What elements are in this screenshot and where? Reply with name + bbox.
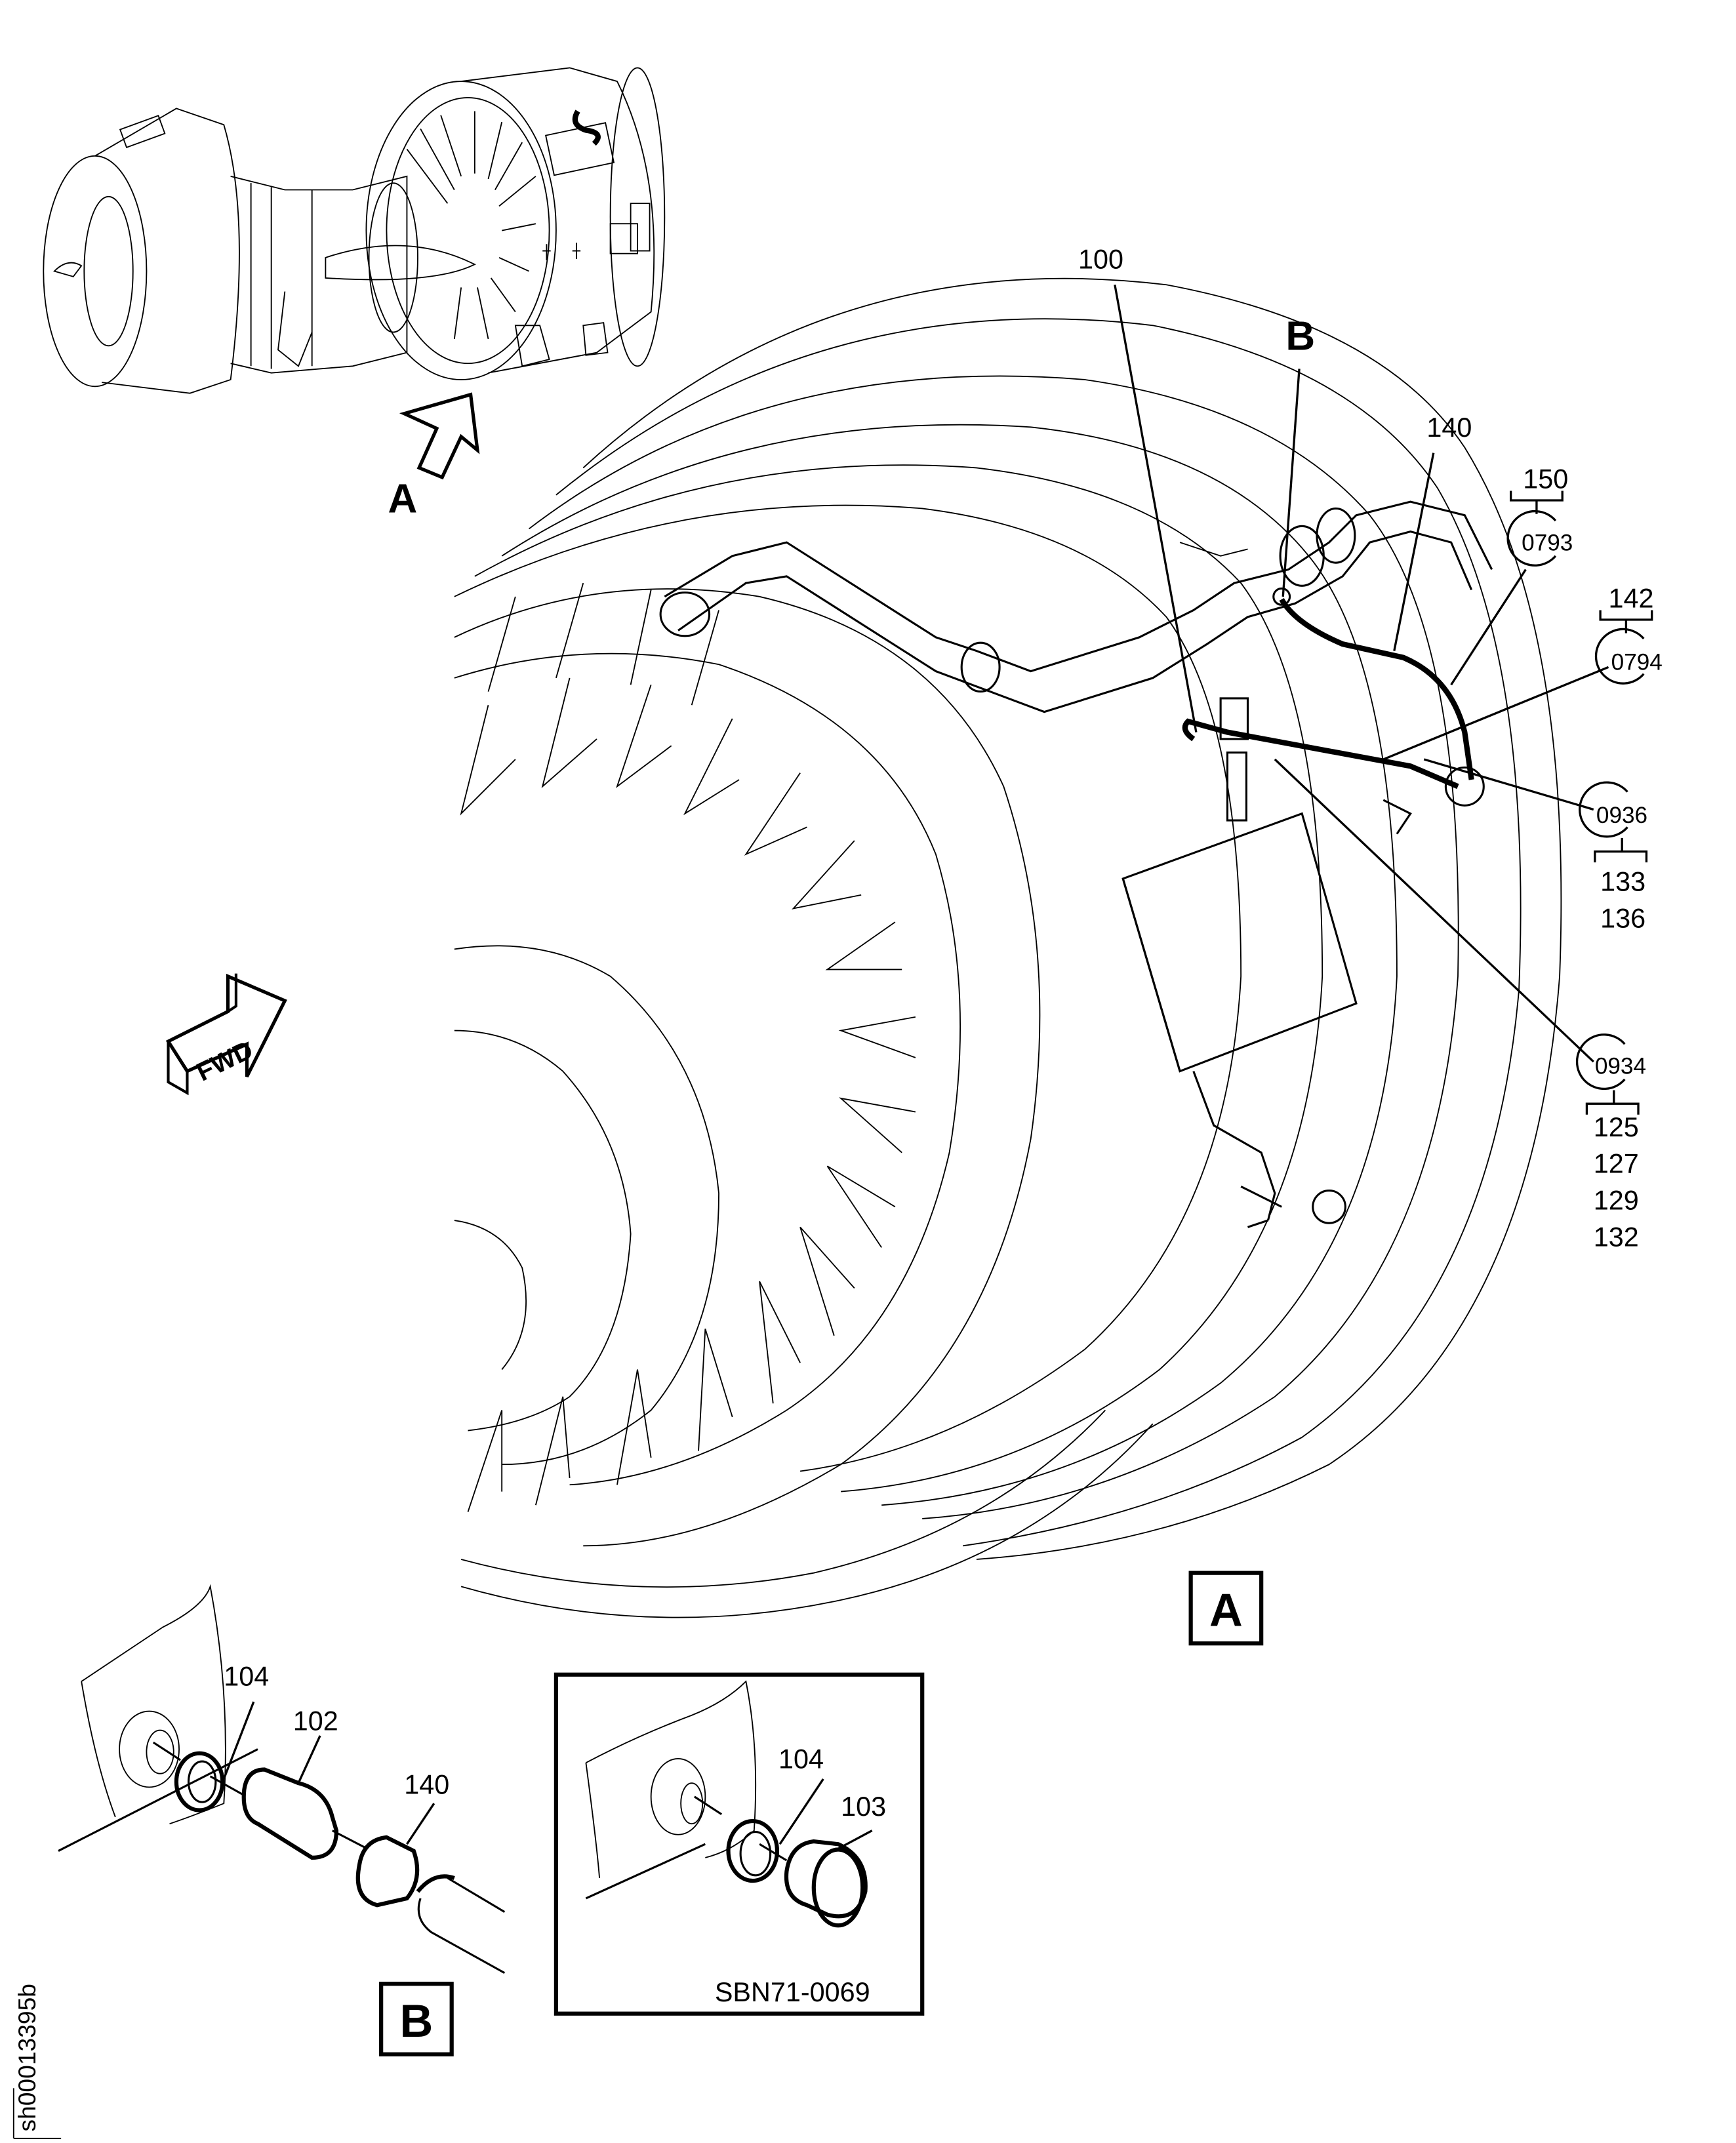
fan-blades: [406, 111, 536, 340]
inset-callout-103: 103: [841, 1792, 886, 1822]
drawing-id-corner-mark: [12, 2088, 62, 2139]
leader-b-104: [222, 1701, 255, 1780]
ref-0934-item-127: 127: [1594, 1149, 1639, 1179]
reference-0793: 150 0793: [1506, 464, 1573, 567]
fwd-label: FWD: [192, 1035, 258, 1087]
reference-0934: 0934 125 127 129 132: [1575, 1033, 1646, 1252]
leader-b-102: [297, 1735, 321, 1784]
fan-case-drawing: [454, 277, 1562, 1618]
detail-b-callout-102: 102: [293, 1706, 338, 1736]
ref-0934-item-132: 132: [1594, 1222, 1639, 1252]
ref-0794-code: 0794: [1611, 649, 1663, 675]
inset-caption: SBN71-0069: [715, 1977, 870, 2007]
leader-inset-104: [778, 1778, 824, 1845]
ref-0793-code: 0793: [1522, 531, 1573, 556]
ref-0934-item-129: 129: [1594, 1185, 1639, 1215]
ref-0936-item-133: 133: [1600, 867, 1645, 897]
ref-0934-item-125: 125: [1594, 1112, 1639, 1142]
reference-0794: 142 0794: [1594, 583, 1663, 685]
fan-blade-outlines: [460, 582, 916, 1512]
view-b-box: B: [379, 1982, 454, 2056]
highlighted-tube-location-icon: [572, 110, 601, 146]
view-b-callout-label: B: [1285, 313, 1315, 359]
view-a-box-label: A: [1209, 1584, 1243, 1635]
callout-140: 140: [1426, 412, 1472, 443]
view-b-box-label: B: [400, 1995, 434, 2047]
central-component: [1121, 697, 1485, 1228]
detail-b-drawing: [58, 1584, 506, 1974]
ref-0793-item: 150: [1523, 464, 1568, 494]
inset-callout-104: 104: [778, 1744, 824, 1774]
ref-0794-item: 142: [1609, 583, 1654, 613]
leader-lines: [1114, 284, 1609, 1063]
reference-0936: 0936 133 136: [1579, 781, 1647, 933]
view-a-box: A: [1188, 1571, 1264, 1646]
detail-b-callout-104: 104: [224, 1661, 269, 1691]
view-a-arrow-label: A: [388, 477, 417, 522]
callout-100: 100: [1078, 244, 1123, 274]
drawing-id: sh00013395b: [13, 1984, 41, 2132]
detail-b-callout-140: 140: [404, 1770, 449, 1800]
leader-inset-103: [834, 1830, 873, 1853]
large-tube-assembly: [659, 500, 1493, 713]
inset-detail: [554, 1672, 925, 2016]
ref-0936-code: 0936: [1596, 803, 1647, 828]
fwd-direction-arrow-icon: FWD: [165, 973, 287, 1096]
ref-0936-item-136: 136: [1600, 903, 1645, 933]
ref-0934-code: 0934: [1595, 1054, 1646, 1079]
view-a-arrow-icon: [399, 392, 480, 480]
leader-b-140: [406, 1803, 435, 1845]
engine-locator-thumbnail: [43, 67, 666, 394]
